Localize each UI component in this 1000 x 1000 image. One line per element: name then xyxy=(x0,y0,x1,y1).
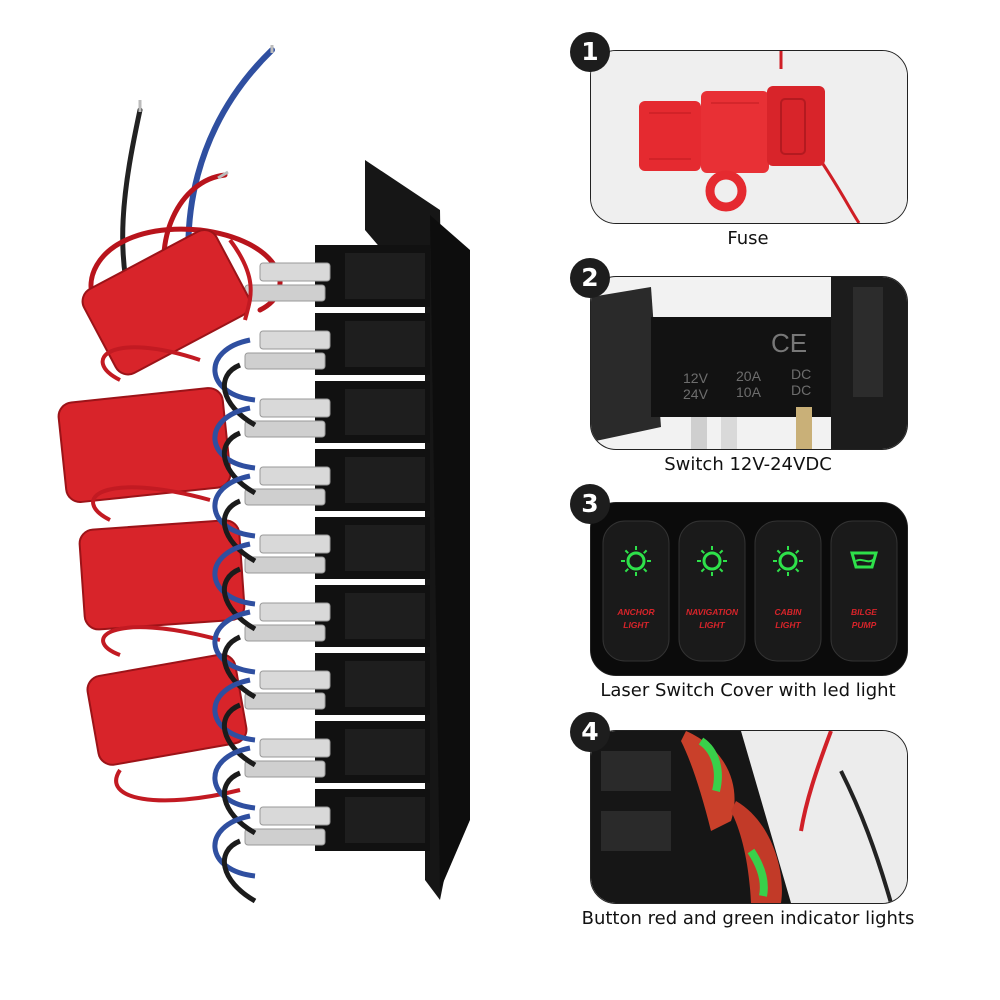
spec-amp-2: 10A xyxy=(736,384,762,400)
callout-number-2: 2 xyxy=(570,258,610,298)
anchor-light-icon xyxy=(621,546,651,576)
caption-indicator-lights: Button red and green indicator lights xyxy=(581,908,915,929)
rocker-switch xyxy=(244,721,430,783)
callout-number-4: 4 xyxy=(570,712,610,752)
switch-cover: BILGE PUMP xyxy=(830,520,898,662)
ce-mark: CE xyxy=(771,328,807,358)
bilge-pump-icon xyxy=(850,551,878,569)
spec-dc-2: DC xyxy=(791,382,811,398)
spec-voltage-1: 12V xyxy=(683,370,709,386)
cover-label-line: CABIN xyxy=(775,607,803,617)
spec-voltage-2: 24V xyxy=(683,386,709,402)
fuse-closeup-image xyxy=(590,50,908,224)
rocker-switch xyxy=(244,517,430,579)
callout-indicator-lights: 4 Button red and green indicator lights xyxy=(565,712,1000,952)
switch-cover: ANCHOR LIGHT xyxy=(602,520,670,662)
cover-label-line: PUMP xyxy=(852,620,877,630)
switch-cover: CABIN LIGHT xyxy=(754,520,822,662)
switch-panel-photo xyxy=(57,45,470,904)
spec-amp-1: 20A xyxy=(736,368,762,384)
callout-laser-cover: 3 ANCHOR LIGHT NAVIGATION LIGHT CABIN LIGHT BI… xyxy=(565,484,1000,704)
rocker-switch xyxy=(244,789,430,851)
cover-label-line: BILGE xyxy=(851,607,877,617)
rocker-switch xyxy=(244,245,430,307)
rocker-switch xyxy=(244,381,430,443)
navigation-light-icon xyxy=(697,546,727,576)
cover-label-line: LIGHT xyxy=(699,620,725,630)
switch-closeup-image: CE 12V 20A DC 24V 10A DC xyxy=(590,276,908,450)
cover-label-line: ANCHOR xyxy=(616,607,655,617)
rocker-switch xyxy=(244,449,430,511)
spec-dc-1: DC xyxy=(791,366,811,382)
cover-label-line: NAVIGATION xyxy=(686,607,739,617)
rocker-switch xyxy=(244,313,430,375)
rocker-switch xyxy=(244,653,430,715)
cover-label-line: LIGHT xyxy=(623,620,649,630)
callout-fuse: 1 Fuse xyxy=(565,32,1000,252)
rocker-switch xyxy=(244,585,430,647)
cover-label-line: LIGHT xyxy=(775,620,801,630)
indicator-closeup-image xyxy=(590,730,908,904)
caption-fuse: Fuse xyxy=(727,228,769,249)
switch-cover: NAVIGATION LIGHT xyxy=(678,520,746,662)
callout-switch: 2 CE 12V 20A DC 24V 10A DC Switch 12V-24… xyxy=(565,258,1000,478)
callout-number-1: 1 xyxy=(570,32,610,72)
laser-cover-image: ANCHOR LIGHT NAVIGATION LIGHT CABIN LIGHT BILG… xyxy=(590,502,908,676)
caption-laser-cover: Laser Switch Cover with led light xyxy=(600,680,896,701)
cabin-light-icon xyxy=(773,546,803,576)
caption-switch: Switch 12V-24VDC xyxy=(664,454,832,475)
callout-number-3: 3 xyxy=(570,484,610,524)
